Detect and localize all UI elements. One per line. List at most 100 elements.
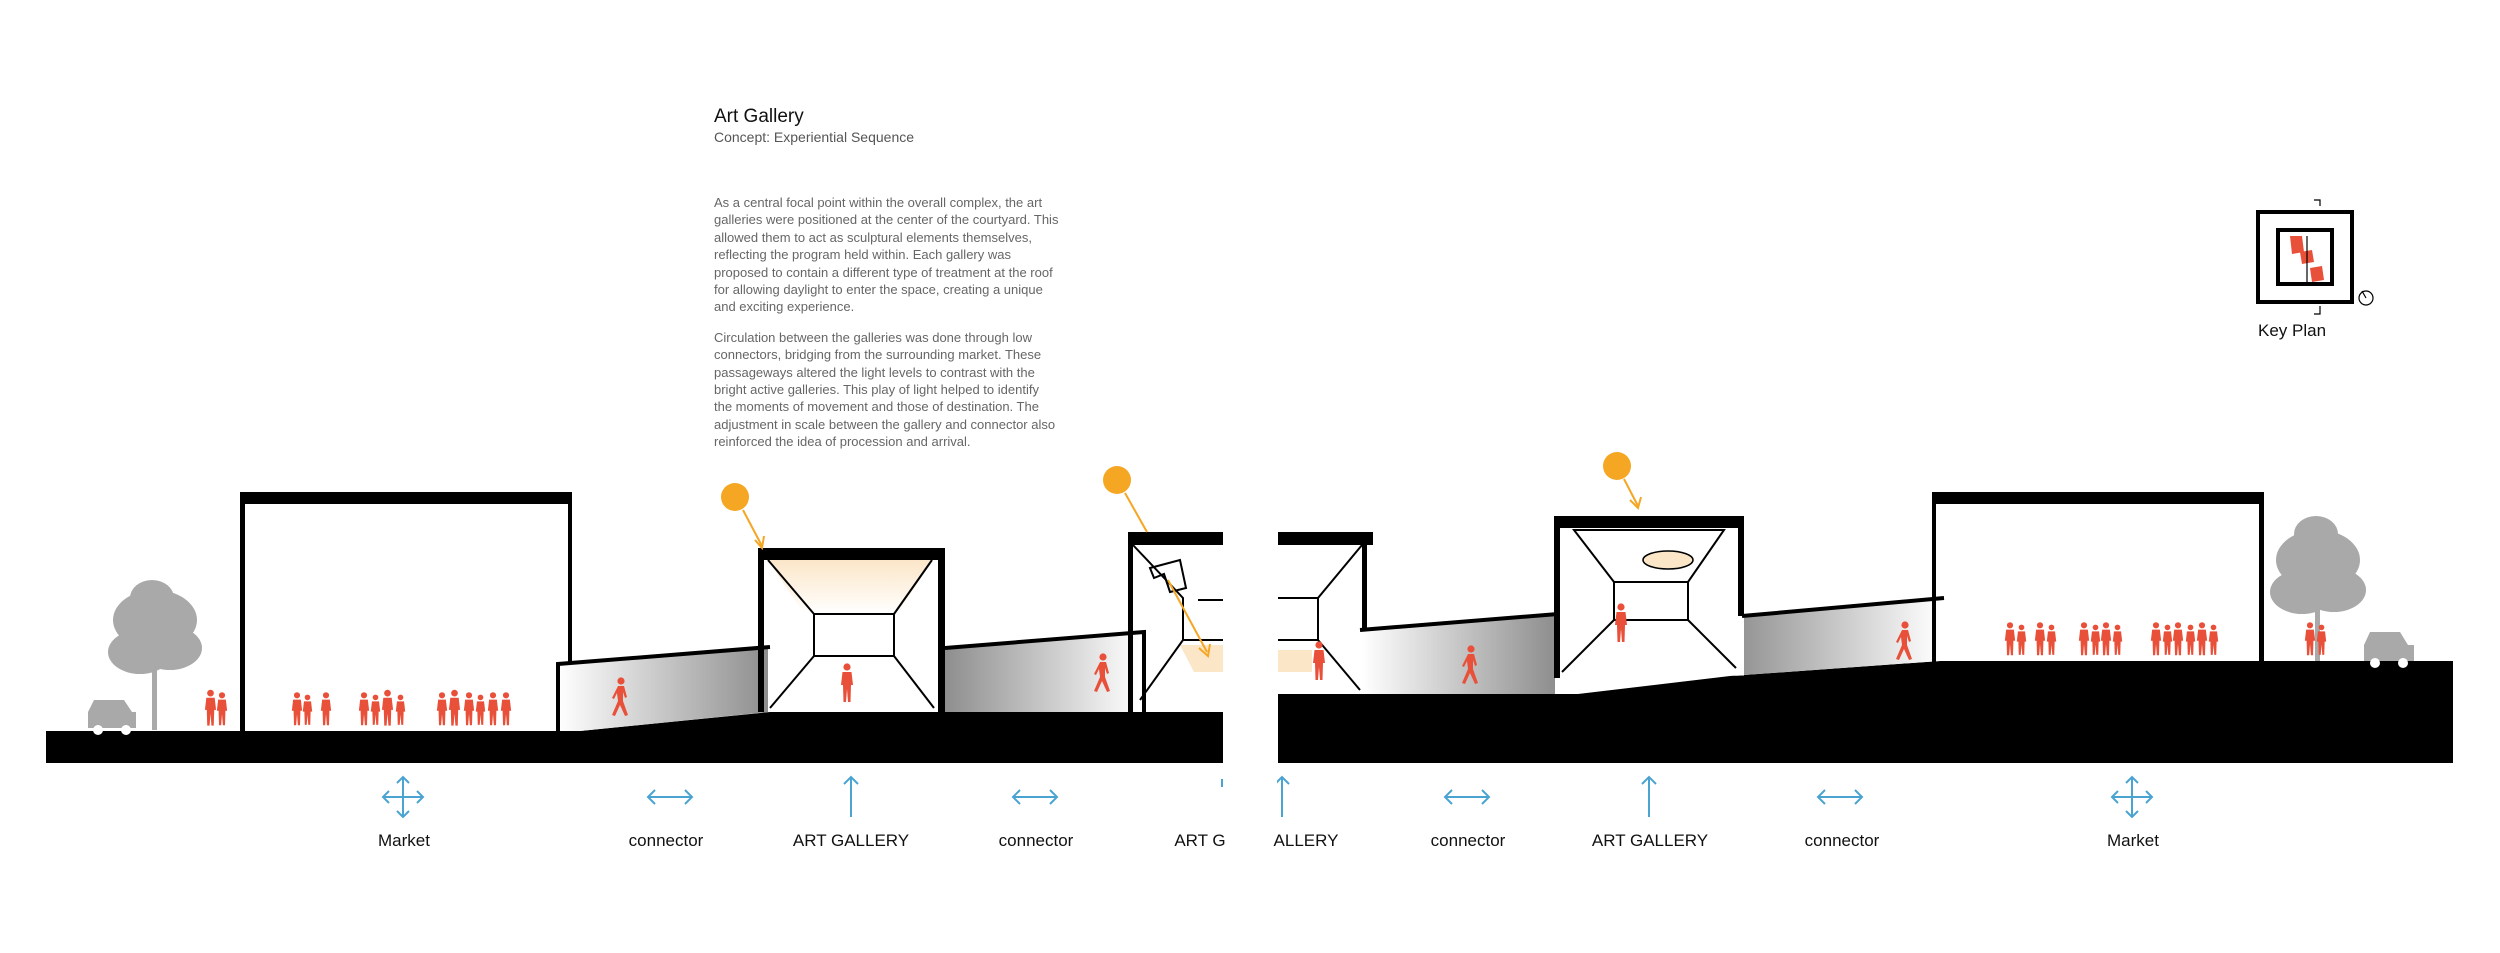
frame-edge <box>893 655 935 709</box>
gallery-wall <box>1362 532 1367 694</box>
connector-interior-shading <box>558 647 768 731</box>
person-icon <box>2162 624 2173 655</box>
person-icon <box>2304 622 2316 656</box>
person-icon <box>358 692 370 726</box>
right-section <box>1278 452 2453 763</box>
gallery-marker <box>2290 236 2304 254</box>
inner-frame <box>813 613 895 657</box>
paragraph-line: allowed them to act as sculptural elemen… <box>714 229 1032 245</box>
bidirectional-arrow-icon <box>646 789 694 805</box>
gallery-roof <box>1554 516 1744 528</box>
label-market-right: Market <box>2107 831 2159 850</box>
bidirectional-arrow-icon <box>1011 789 1059 805</box>
label-connector-right-2: connector <box>1804 831 1880 850</box>
person-icon <box>2090 624 2101 655</box>
sun-icon <box>1103 466 1211 658</box>
section-marker <box>2314 199 2321 206</box>
market-hall-wall-right <box>2259 492 2264 662</box>
person-icon <box>475 694 486 725</box>
frame-edge <box>1687 619 1737 669</box>
connector-interior-shading <box>1730 598 1940 676</box>
person-icon <box>2046 624 2057 655</box>
person-icon <box>487 692 499 726</box>
gallery-roof <box>1278 532 1373 545</box>
paragraph-line: Circulation between the galleries was do… <box>714 329 1032 345</box>
description-paragraph-1: As a central focal point within the over… <box>714 194 1094 316</box>
four-way-arrow-icon <box>381 775 425 819</box>
person-icon <box>2150 622 2162 656</box>
gallery-wall-left <box>758 548 764 712</box>
sun-icon <box>721 483 765 551</box>
person-icon <box>216 692 228 726</box>
car-icon <box>2364 632 2414 668</box>
art-gallery-cut-right <box>1278 532 1373 694</box>
ground-mass <box>1278 661 2453 763</box>
gallery-wall <box>1128 532 1133 712</box>
person-icon <box>2034 622 2046 656</box>
frame-edge <box>1139 639 1184 701</box>
label-art-gallery-left: ART GALLERY <box>792 831 910 850</box>
person-icon <box>2196 622 2208 656</box>
art-gallery-cut-left <box>1128 532 1223 712</box>
connector-interior-shading <box>945 632 1140 712</box>
person-icon <box>395 694 406 725</box>
person-icon <box>436 692 448 726</box>
person-icon <box>320 692 332 726</box>
tree-icon <box>108 580 202 730</box>
page-title: Art Gallery <box>714 106 804 127</box>
connector-interior-shading <box>1362 614 1555 694</box>
paragraph-line: and exciting experience. <box>714 299 855 315</box>
person-icon <box>448 689 461 726</box>
section-marker <box>2314 306 2321 315</box>
person-icon <box>2112 624 2123 655</box>
label-market-left: Market <box>378 831 430 850</box>
connector-roof <box>1359 612 1559 632</box>
circulation-arrows <box>381 775 2154 819</box>
person-icon <box>302 694 313 725</box>
person-icon <box>841 663 853 702</box>
car-icon <box>88 700 136 735</box>
four-way-arrow-icon <box>2110 775 2154 819</box>
paragraph-line: proposed to contain a different type of … <box>714 264 1053 280</box>
frame-edge <box>1317 639 1361 691</box>
person-icon <box>2172 622 2184 656</box>
daylight-glow <box>768 560 932 614</box>
paragraph-line: connectors, bridging from the surroundin… <box>714 347 1042 363</box>
title-block: Art Gallery Concept: Experiential Sequen… <box>714 106 1094 464</box>
inner-frame <box>1613 581 1689 621</box>
person-icon <box>2016 624 2027 655</box>
person-icon <box>204 689 217 726</box>
left-section <box>46 466 1223 763</box>
description-paragraph-2: Circulation between the galleries was do… <box>714 329 1094 451</box>
paragraph-line: As a central focal point within the over… <box>714 195 1043 210</box>
person-icon <box>2004 622 2016 656</box>
market-hall-roof <box>1932 492 2264 504</box>
person-icon <box>2100 622 2112 656</box>
gallery-wall-right <box>1738 516 1744 616</box>
tree-icon <box>2270 516 2366 661</box>
up-arrow-icon <box>1641 775 1657 817</box>
key-plan <box>2256 199 2374 315</box>
skylight-baffle <box>1148 558 1188 594</box>
gallery-roof <box>1128 532 1223 545</box>
connector-roof <box>1741 596 1945 618</box>
label-connector-left-2: connector <box>998 831 1074 850</box>
up-arrow-icon <box>843 775 859 817</box>
frame-edge <box>769 655 815 709</box>
market-hall-roof <box>240 492 572 504</box>
gallery-marker <box>2310 266 2324 282</box>
label-gallery-cut-right: ALLERY <box>1273 831 1339 850</box>
market-hall-wall-left <box>240 492 245 732</box>
paragraph-line: the moments of movement and those of des… <box>714 399 1039 415</box>
label-art-gallery-cut-left: ART G <box>1174 831 1226 850</box>
sun-icon <box>1603 452 1642 510</box>
art-gallery-right <box>1554 516 1744 678</box>
person-icon <box>2208 624 2219 655</box>
person-icon <box>2078 622 2090 656</box>
bidirectional-arrow-icon <box>1443 789 1491 805</box>
market-hall-wall-right <box>568 492 572 664</box>
person-icon <box>291 692 303 726</box>
key-plan-label: Key Plan <box>2258 321 2327 340</box>
ground-mass <box>46 712 1223 763</box>
